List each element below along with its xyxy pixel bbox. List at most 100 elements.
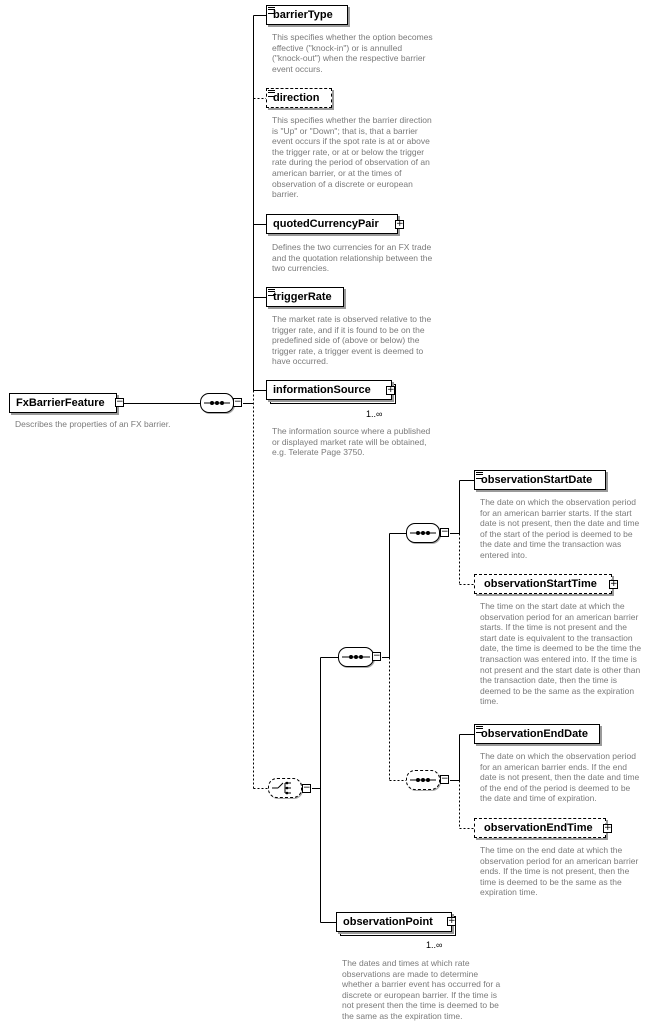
documentation-mark-icon	[268, 289, 275, 296]
plus-box-icon[interactable]: +	[395, 219, 404, 229]
plus-box-icon[interactable]: +	[447, 916, 456, 926]
root-element-description: Describes the properties of an FX barrie…	[15, 419, 171, 429]
description-line: of the start of the period is deemed to …	[480, 528, 633, 539]
element-informationsource[interactable]: informationSource	[266, 380, 392, 400]
minus-box-icon[interactable]: −	[440, 527, 449, 537]
element-quotedcurrencypair-label: quotedCurrencyPair	[273, 218, 379, 230]
description-line: The date on which the observation period	[480, 497, 636, 507]
sequence-dots-icon	[204, 401, 230, 405]
element-observationstarttime-description: The time on the start date at which the …	[480, 601, 641, 707]
description-line: effective ("knock-in") or is annulled	[272, 42, 403, 53]
description-line: whether a barrier event has occurred for…	[342, 979, 501, 990]
description-line: The time on the start date at which the	[480, 601, 625, 611]
description-line: deemed to be the same as the expiration	[480, 685, 635, 696]
description-line: for an american barrier starts. If the s…	[480, 507, 632, 518]
description-line: of the end of the period is deemed to be	[480, 782, 631, 793]
description-line: the same as the expiration time.	[342, 1010, 463, 1021]
description-line: This specifies whether the option become…	[272, 32, 433, 42]
element-direction[interactable]: direction	[266, 88, 332, 108]
element-observationpoint-description: The dates and times at which rate observ…	[342, 958, 500, 1022]
minus-box-icon[interactable]: −	[440, 774, 449, 784]
description-line: observations are made to determine	[342, 968, 479, 979]
description-line: start date is equivalent to the transact…	[480, 632, 633, 643]
plus-box-icon[interactable]: +	[603, 823, 612, 833]
description-line: observation period for an american barri…	[480, 611, 639, 622]
description-line: starts. If the time is not present and t…	[480, 622, 627, 633]
description-line: the date and time of expiration.	[480, 793, 597, 804]
sequence-dots-icon	[410, 531, 436, 535]
root-element-fxbarrierfeature[interactable]: FxBarrierFeature	[9, 393, 117, 413]
element-informationsource-description: The information source where a published…	[272, 426, 430, 458]
description-line: expiration time.	[480, 887, 538, 898]
description-line: the date and time the transaction was	[480, 539, 622, 550]
sequence-compositor-icon	[406, 770, 440, 790]
element-triggerrate[interactable]: triggerRate	[266, 287, 344, 307]
element-barriertype-description: This specifies whether the option become…	[272, 32, 433, 74]
description-line: time is deemed to be the same as the	[480, 876, 622, 887]
sequence-dots-icon	[342, 655, 370, 659]
element-barriertype-label: barrierType	[273, 9, 333, 21]
description-line: event occurs if the spot rate is at or a…	[272, 136, 430, 147]
element-barriertype[interactable]: barrierType	[266, 5, 348, 25]
description-line: rate during the period of observation of…	[272, 157, 430, 168]
element-observationenddate-description: The date on which the observation period…	[480, 751, 639, 804]
element-observationstartdate[interactable]: observationStartDate	[474, 470, 606, 490]
documentation-mark-icon	[476, 472, 483, 479]
element-triggerrate-label: triggerRate	[273, 291, 332, 303]
element-observationendtime-label: observationEndTime	[484, 822, 593, 834]
description-line: ends. If the time is not present, then t…	[480, 866, 630, 877]
description-line: The information source where a published	[272, 426, 431, 436]
element-triggerrate-description: The market rate is observed relative to …	[272, 314, 431, 367]
description-line: The time on the end date at which the	[480, 845, 623, 855]
choice-switch-icon	[272, 781, 291, 795]
root-element-label: FxBarrierFeature	[16, 397, 105, 409]
description-line: barrier.	[272, 189, 299, 200]
element-quotedcurrencypair[interactable]: quotedCurrencyPair	[266, 214, 398, 234]
description-line: event occurs.	[272, 63, 323, 74]
multiplicity-label: 1..∞	[366, 409, 383, 419]
description-line: for an american barrier ends. If the end	[480, 761, 627, 772]
sequence-compositor-icon	[406, 523, 440, 543]
description-line: observation period for an american barri…	[480, 855, 639, 866]
description-line: time.	[480, 696, 499, 707]
description-line: date is not present, then the date and t…	[480, 772, 640, 783]
element-observationendtime[interactable]: observationEndTime	[474, 818, 606, 838]
element-observationstarttime-label: observationStartTime	[484, 578, 597, 590]
minus-box-icon[interactable]: −	[302, 783, 311, 793]
choice-compositor-icon	[268, 778, 302, 798]
element-quotedcurrencypair-description: Defines the two currencies for an FX tra…	[272, 242, 432, 274]
description-line: This specifies whether the barrier direc…	[272, 115, 432, 125]
description-line: ("knock-out") when the respective barrie…	[272, 53, 426, 64]
element-direction-label: direction	[273, 92, 320, 104]
element-observationstarttime[interactable]: observationStartTime	[474, 574, 612, 594]
description-line: and the quotation relationship between t…	[272, 252, 433, 263]
description-line: is "Up" or "Down"; that is, that a barri…	[272, 125, 418, 136]
description-line: discrete or european barrier. If the tim…	[342, 989, 497, 1000]
minus-box-icon[interactable]: −	[233, 397, 242, 407]
description-line: The date on which the observation period	[480, 751, 636, 761]
plus-box-icon[interactable]: +	[609, 579, 618, 589]
element-observationenddate[interactable]: observationEndDate	[474, 724, 600, 744]
description-line: have occurred.	[272, 356, 329, 367]
element-observationpoint-label: observationPoint	[343, 916, 433, 928]
description-line: or displayed market rate will be obtaine…	[272, 436, 427, 447]
description-line: The dates and times at which rate	[342, 958, 470, 968]
element-observationpoint[interactable]: observationPoint	[336, 912, 452, 932]
multiplicity-label: 1..∞	[426, 940, 443, 950]
description-line: not present then the time is deemed to b…	[342, 1000, 499, 1011]
minus-box-icon[interactable]: −	[372, 651, 381, 661]
plus-box-icon[interactable]: +	[386, 385, 395, 395]
description-line: not present and the start date is other …	[480, 664, 641, 675]
sequence-dots-icon	[410, 778, 436, 782]
description-line: the trigger rate, or at or below the tri…	[272, 146, 425, 157]
description-line: e.g. Telerate Page 3750.	[272, 447, 365, 458]
description-line: date is not present, then the date and t…	[480, 518, 640, 529]
element-observationendtime-description: The time on the end date at which the ob…	[480, 845, 638, 898]
description-line: american barrier, or at the times of	[272, 167, 402, 178]
documentation-mark-icon	[476, 726, 483, 733]
description-line: trigger rate, and if it is found to be o…	[272, 324, 425, 335]
minus-box-icon[interactable]: −	[115, 397, 124, 407]
element-observationenddate-label: observationEndDate	[481, 728, 588, 740]
description-line: the transaction date, then the time is	[480, 675, 618, 686]
